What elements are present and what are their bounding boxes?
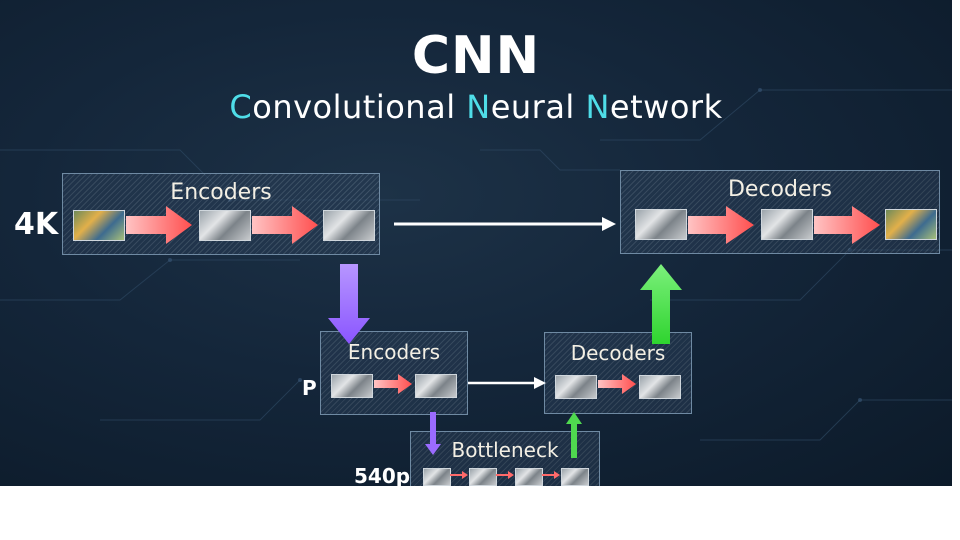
subtitle-text: etwork (609, 88, 723, 126)
image-thumbnail (561, 468, 589, 486)
subtitle-text: onvolutional (252, 88, 467, 126)
decoders-block-mid: Decoders (544, 332, 692, 414)
arrows-layer (126, 206, 880, 479)
image-thumbnail (423, 468, 451, 486)
image-thumbnail (331, 374, 373, 398)
purple-down-arrow-icon (328, 264, 370, 344)
image-thumbnail (73, 210, 125, 241)
red-arrow-icon (374, 374, 412, 394)
green-up-arrow-icon (640, 264, 682, 344)
image-thumbnail (635, 209, 687, 240)
arrowhead-icon (602, 217, 616, 231)
red-arrow-icon (598, 374, 636, 394)
encoders-block-top: Encoders (62, 173, 380, 255)
red-arrow-icon (126, 206, 192, 244)
decoders-label-top: Decoders (727, 177, 833, 202)
image-thumbnail (469, 468, 497, 486)
encoders-block-mid: Encoders (320, 331, 468, 415)
encoders-label-top: Encoders (170, 180, 272, 205)
resolution-label-mid: P (302, 376, 317, 400)
subtitle-initial: C (229, 88, 253, 126)
purple-down-arrow-icon (425, 412, 441, 455)
resolution-label-540p: 540p (354, 464, 411, 486)
image-thumbnail (199, 210, 251, 241)
resolution-label-4k: 4K (14, 207, 59, 242)
decoders-block-top: Decoders (620, 170, 940, 254)
subtitle-text: eural (490, 88, 586, 126)
image-thumbnail (323, 210, 375, 241)
subtitle-initial: N (466, 88, 491, 126)
image-thumbnail (885, 209, 937, 240)
encoders-label-mid: Encoders (347, 340, 441, 364)
decoders-label-mid: Decoders (570, 341, 666, 365)
image-thumbnail (761, 209, 813, 240)
green-up-arrow-icon (566, 412, 582, 458)
red-arrow-icon (814, 206, 880, 244)
red-arrow-icon (252, 206, 318, 244)
slide-background: CNN Convolutional Neural Network Encoder… (0, 0, 952, 486)
arrowhead-icon (534, 377, 546, 389)
subtitle-initial: N (585, 88, 610, 126)
page-subtitle: Convolutional Neural Network (0, 88, 952, 126)
image-thumbnail (415, 374, 457, 398)
bottleneck-block: Bottleneck (410, 431, 600, 486)
red-arrow-icon (450, 471, 468, 479)
red-arrow-icon (542, 471, 560, 479)
red-arrow-icon (688, 206, 754, 244)
image-thumbnail (639, 375, 681, 399)
page-title: CNN (411, 26, 541, 86)
image-thumbnail (555, 375, 597, 399)
bottleneck-label: Bottleneck (451, 438, 559, 462)
image-thumbnail (515, 468, 543, 486)
red-arrow-icon (496, 471, 514, 479)
